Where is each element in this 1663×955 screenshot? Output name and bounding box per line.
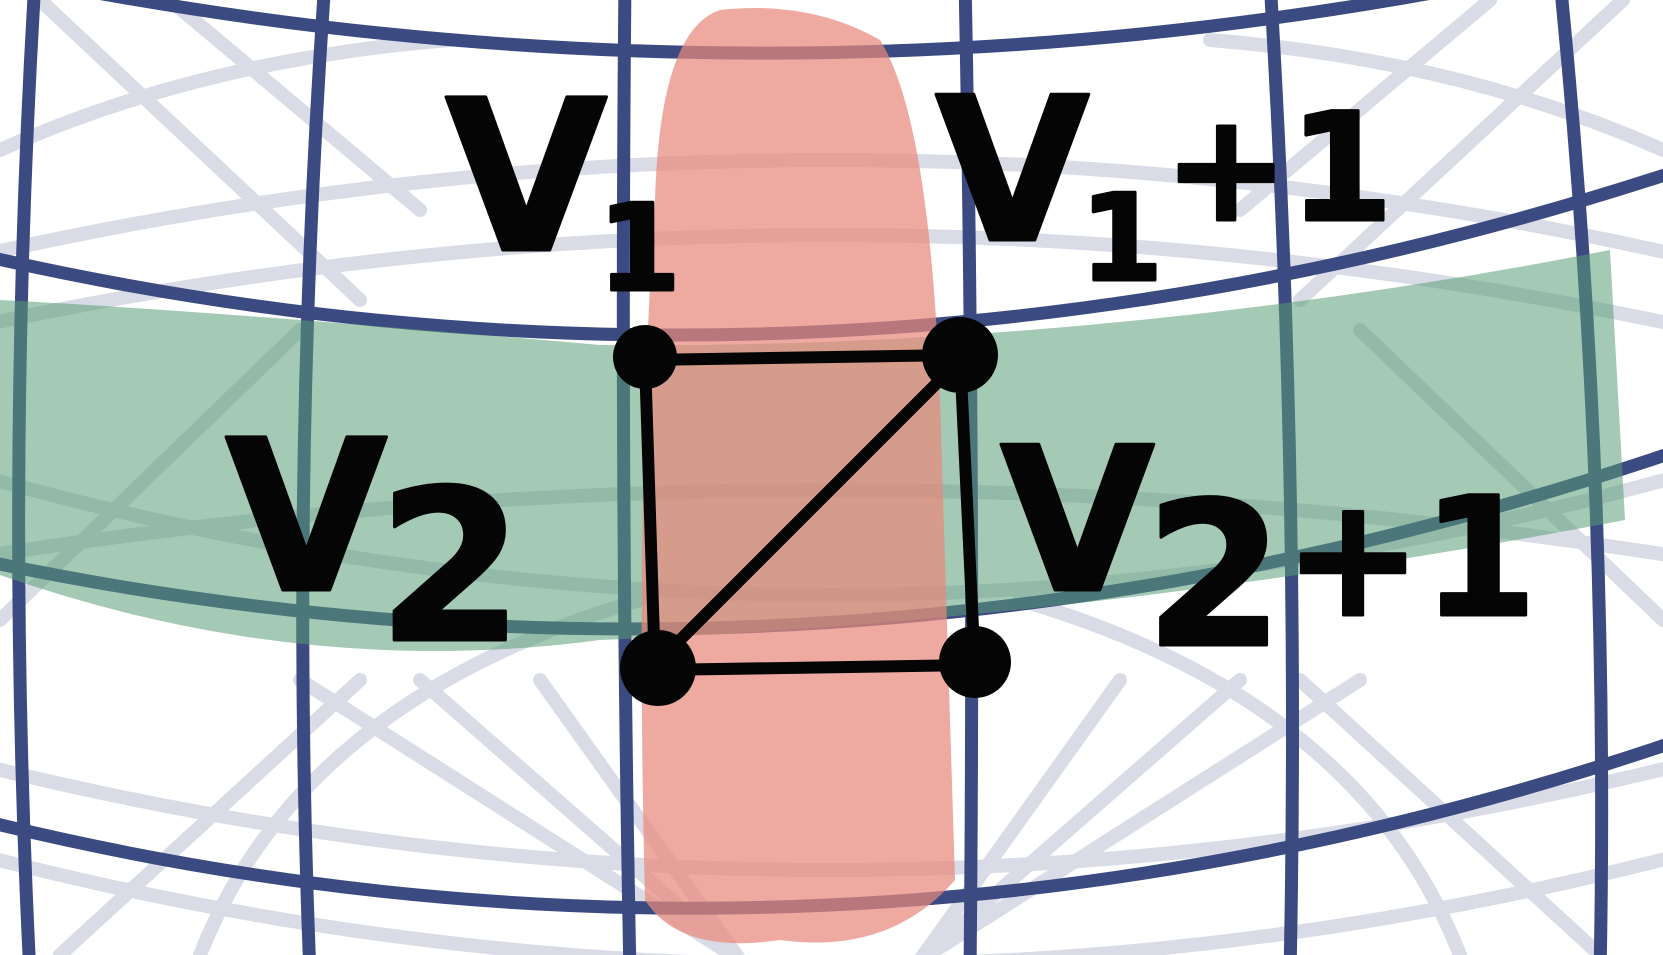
label-v1: V1 [445, 55, 681, 319]
label-v1-plus-1: V1+1 [935, 55, 1393, 309]
faint-diagonal [53, 673, 367, 955]
edge-right [954, 349, 981, 676]
faint-radial [914, 673, 1127, 955]
column-highlight-band [641, 8, 955, 944]
edge-diagonal [649, 354, 966, 671]
edge-left [639, 354, 661, 676]
edge-top [639, 349, 966, 366]
quad-edges [639, 349, 981, 676]
vertex-v1-plus-1 [922, 317, 998, 393]
edge-bottom [649, 659, 981, 676]
faint-arc [0, 33, 457, 157]
vertices [613, 317, 1011, 706]
label-v2: V2 [225, 395, 524, 690]
faint-diagonal [163, 0, 427, 217]
label-v2-plus-1: V2+1 [1000, 405, 1537, 693]
vertex-v2-plus-1 [939, 626, 1011, 698]
faint-arc [1013, 593, 1467, 955]
vertex-v2 [620, 630, 696, 706]
faint-diagonal [1293, 673, 1607, 955]
vertex-v1 [613, 325, 677, 389]
